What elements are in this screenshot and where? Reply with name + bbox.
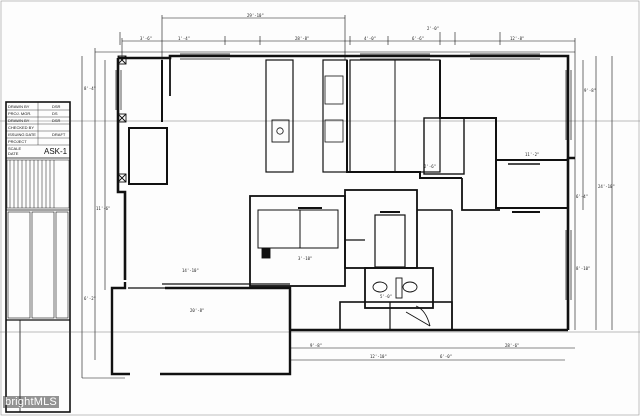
tb-row-value: DRAFT (52, 132, 66, 137)
dim-left-b: 11'-6" (96, 206, 110, 211)
garage (110, 282, 292, 376)
dim-bottom-c: 12'-10" (370, 354, 387, 359)
dim-top-c: 4'-0" (364, 36, 376, 41)
dim-top-e: 12'-8" (510, 36, 524, 41)
sheet-id: ASK-1 (44, 147, 68, 156)
dim-bottom-overall: 28'-6" (505, 343, 519, 348)
dim-hall-width: 14'-10" (182, 268, 199, 273)
dim-right-c: 8'-10" (576, 266, 590, 271)
dim-top-mid: 28'-8" (295, 36, 309, 41)
dim-right-a: 9'-8" (584, 88, 596, 93)
dim-left-a: 8'-4" (84, 86, 96, 91)
title-block (5, 101, 71, 413)
dim-top-f: 2'-0" (427, 26, 439, 31)
title-block-labels: DRAWN BY DSR PROJ. MGR. DS DRAWN BY DSR … (8, 104, 68, 156)
exterior-walls (116, 54, 575, 332)
dim-top-b: 1'-4" (178, 36, 190, 41)
dim-garage-width: 20'-8" (190, 308, 204, 313)
dim-top-overall: 29'-10" (247, 13, 264, 18)
dim-bed-width: 11'-2" (525, 152, 539, 157)
tb-row-value: DS (52, 111, 58, 116)
tb-row-label: DRAWN BY (8, 118, 30, 123)
tb-row-label: DRAWN BY (8, 104, 30, 109)
windows (115, 53, 572, 300)
dim-right-b: 6'-4" (576, 194, 588, 199)
dim-bottom-a: 9'-8" (310, 343, 322, 348)
dim-left-c: 6'-2" (84, 296, 96, 301)
tb-row-label: DATE (8, 151, 19, 156)
dim-stair-width: 3'-10" (298, 256, 312, 261)
dimension-lines (81, 15, 613, 379)
tb-row-value: DSR (52, 118, 61, 123)
watermark: brightMLS (3, 396, 59, 408)
grid-lines (0, 120, 640, 333)
dimension-labels: 29'-10" 28'-8" 3'-6" 1'-4" 4'-0" 6'-6" 1… (84, 13, 615, 359)
tb-row-label: CHECKED BY (8, 125, 34, 130)
tb-row-label: SCALE (8, 146, 21, 151)
tb-row-label: PROJECT (8, 139, 27, 144)
fixtures (117, 55, 540, 327)
dim-closet-width: 2'-6" (424, 164, 436, 169)
tb-row-label: ISSUING DATE (8, 132, 36, 137)
dim-bath-width: 5'-0" (380, 294, 392, 299)
tb-row-value: DSR (52, 104, 61, 109)
dim-right-overall: 24'-10" (598, 184, 615, 189)
tb-row-label: PROJ. MGR. (8, 111, 31, 116)
dim-bottom-b: 6'-0" (440, 354, 452, 359)
dim-top-d: 6'-6" (412, 36, 424, 41)
interior-walls (128, 56, 568, 331)
dim-top-a: 3'-6" (140, 36, 152, 41)
